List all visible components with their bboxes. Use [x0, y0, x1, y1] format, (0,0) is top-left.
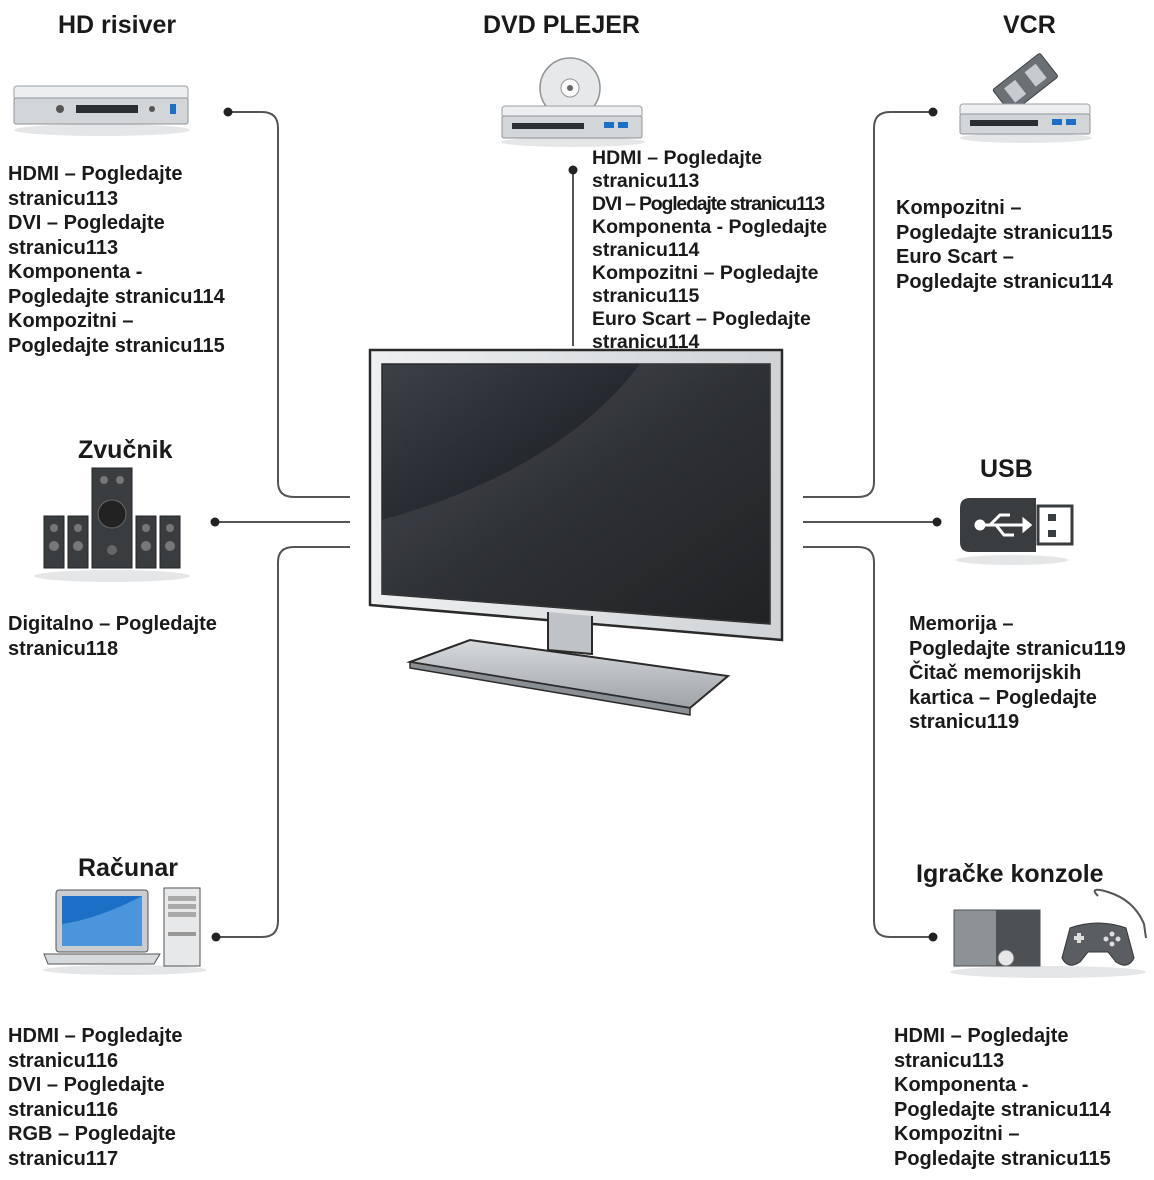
game-console-connections: HDMI – Pogledajte stranicu113 Komponenta…: [894, 1025, 1111, 1170]
vcr-icon: [959, 53, 1092, 143]
speaker-title: Zvučnik: [78, 436, 173, 464]
game-console-title: Igračke konzole: [916, 860, 1104, 888]
usb-icon: [956, 498, 1074, 565]
console-wire: [803, 546, 933, 938]
game-console-icon: [950, 888, 1147, 978]
hd-receiver-wire: [228, 111, 350, 498]
hd-receiver-connections: HDMI – Pogledajte stranicu113 DVI – Pogl…: [8, 163, 225, 357]
computer-wire: [216, 546, 350, 938]
computer-connections: HDMI – Pogledajte stranicu116 DVI – Pogl…: [8, 1025, 183, 1170]
computer-icon: [43, 887, 207, 975]
speaker-icon: [34, 467, 190, 582]
vcr-wire: [803, 111, 933, 498]
usb-title: USB: [980, 455, 1033, 483]
usb-connections: Memorija – Pogledajte stranicu119 Čitač …: [909, 613, 1126, 733]
dvd-player-title: DVD PLEJER: [483, 11, 640, 39]
vcr-title: VCR: [1003, 11, 1056, 39]
computer-title: Računar: [78, 854, 179, 882]
hd-receiver-title: HD risiver: [58, 11, 177, 39]
vcr-connections: Kompozitni – Pogledajte stranicu115 Euro…: [896, 197, 1113, 293]
hd-receiver-icon: [13, 85, 190, 136]
speaker-connections: Digitalno – Pogledajte stranicu118: [8, 613, 217, 660]
dvd-player-connections: HDMI – Pogledajte stranicu113 DVI – Pogl…: [592, 147, 828, 353]
dvd-player-icon: [501, 57, 645, 147]
tv-icon: [368, 348, 784, 716]
